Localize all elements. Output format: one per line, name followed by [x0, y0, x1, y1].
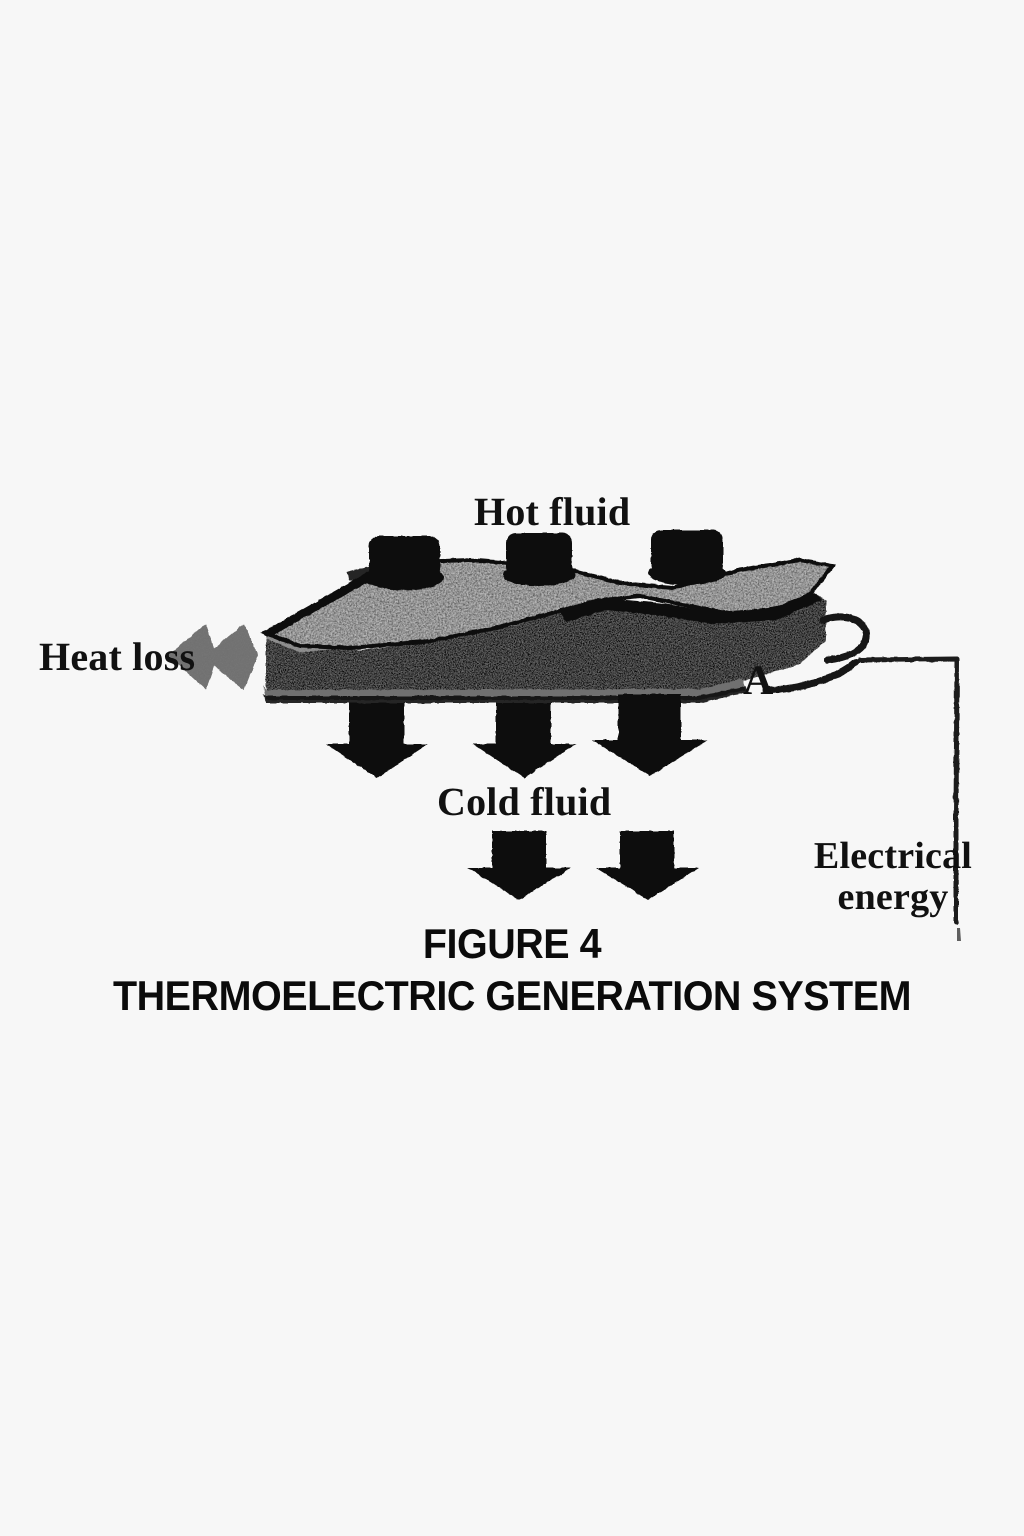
- thermoelectric-module: [260, 530, 870, 703]
- hot-fluid-inlet-2: [503, 533, 575, 586]
- electrical-circuit-wire: [857, 656, 960, 925]
- cold-arrow-4: [468, 831, 571, 900]
- hot-fluid-inlet-3: [648, 530, 726, 585]
- module-wave-crest: [560, 592, 822, 624]
- lead-lower: [762, 658, 860, 694]
- cold-fluid-label: Cold fluid: [437, 779, 612, 824]
- cold-arrow-5: [596, 831, 699, 900]
- wire-path: [857, 656, 960, 925]
- cold-fluid-arrows-lower: [468, 831, 699, 900]
- heat-loss-arrow: [168, 624, 258, 690]
- heat-loss-label: Heat loss: [39, 634, 196, 679]
- lead-upper: [819, 613, 870, 664]
- cold-arrow-3: [592, 694, 708, 776]
- scan-artifact: [957, 928, 961, 941]
- electrical-energy-label: Electrical energy: [813, 835, 973, 919]
- cold-fluid-arrows-upper: [326, 694, 708, 778]
- cold-arrow-1: [326, 703, 428, 778]
- point-a-label: A: [743, 658, 774, 704]
- hot-fluid-label: Hot fluid: [474, 489, 631, 534]
- figure-title-caption: THERMOELECTRIC GENERATION SYSTEM: [112, 972, 911, 1019]
- hot-fluid-inlets: [346, 530, 726, 590]
- electrical-leads: [762, 613, 870, 694]
- hot-fluid-inlet-1: [346, 536, 444, 590]
- module-left-edge: [265, 563, 393, 637]
- figure-number-caption: FIGURE 4: [422, 920, 602, 967]
- cold-arrow-2: [473, 703, 576, 778]
